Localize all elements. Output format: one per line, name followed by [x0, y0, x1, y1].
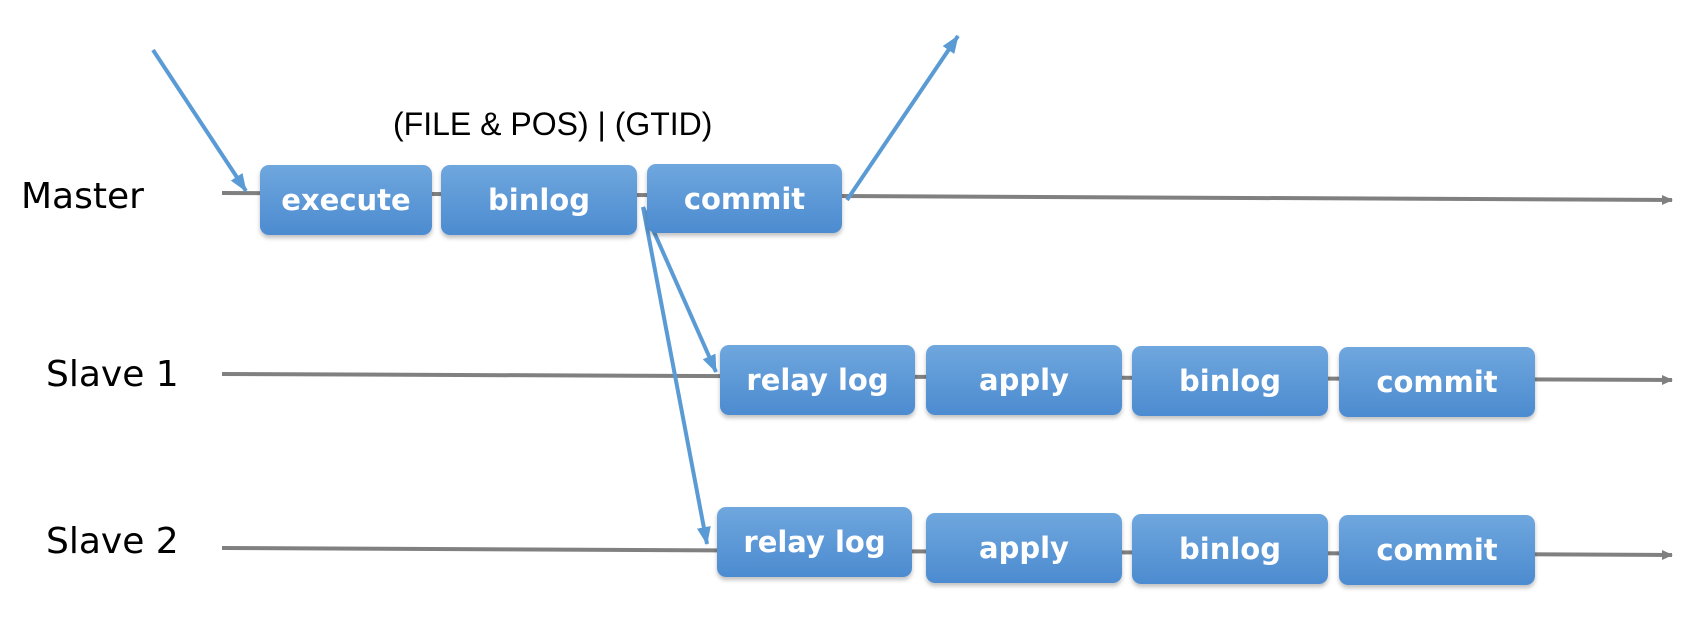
slave2-step-apply: apply [926, 513, 1122, 583]
replicate-to-slave2-arrow [641, 206, 711, 545]
position-annotation: (FILE & POS) | (GTID) [393, 106, 713, 142]
slave2-step-commit: commit [1339, 515, 1535, 585]
slave1-step-binlog: binlog [1132, 346, 1328, 416]
master-step-binlog: binlog [441, 165, 637, 235]
master-step-execute: execute [260, 165, 432, 235]
master-timeline [221, 191, 1673, 205]
replicate-to-slave1-arrow [641, 206, 718, 373]
slave2-step-relay-log: relay log [717, 507, 912, 577]
input-arrow [151, 48, 248, 193]
slave1-step-relay-log: relay log [720, 345, 915, 415]
output-arrow [845, 34, 960, 202]
slave1-step-apply: apply [926, 345, 1122, 415]
slave2-step-binlog: binlog [1132, 514, 1328, 584]
row-label-master: Master [21, 176, 144, 217]
row-label-slave-1: Slave 1 [46, 354, 179, 395]
master-step-commit: commit [647, 164, 842, 233]
row-label-slave-2: Slave 2 [46, 521, 179, 562]
slave1-step-commit: commit [1339, 347, 1535, 417]
